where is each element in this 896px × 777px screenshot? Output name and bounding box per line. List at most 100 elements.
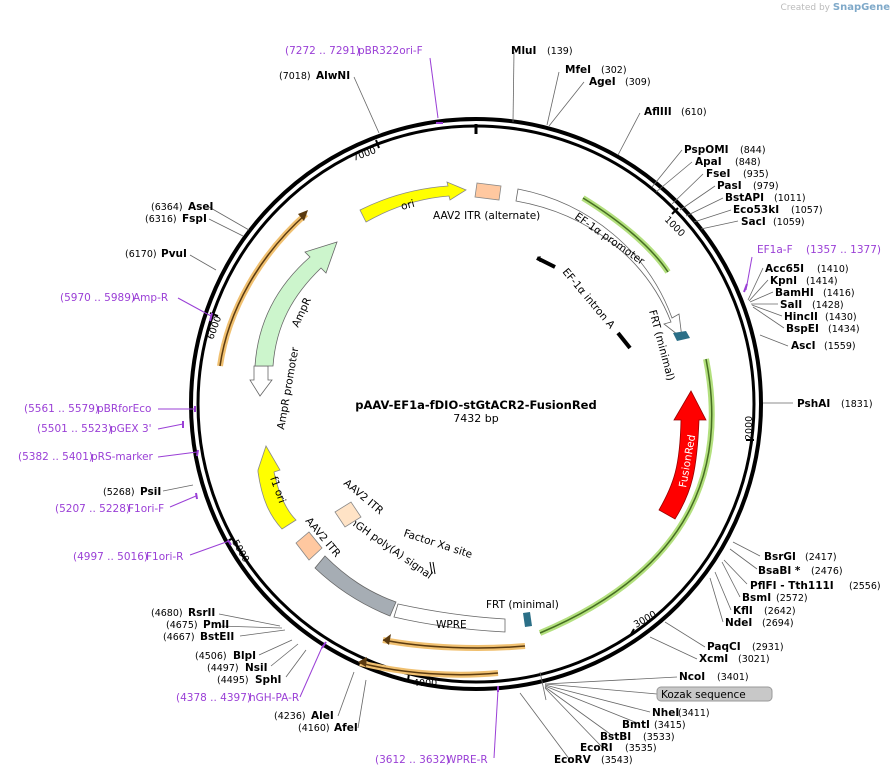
site-afei[interactable]: (4160)AfeI — [298, 722, 358, 734]
site-xcmi[interactable]: XcmI(3021) — [699, 653, 770, 665]
site-rsrii[interactable]: (4680)RsrII — [151, 607, 215, 619]
kozak-sequence-label[interactable]: Kozak sequence — [656, 686, 773, 702]
svg-text:BstAPI: BstAPI — [725, 192, 764, 204]
svg-text:(5268): (5268) — [103, 487, 135, 498]
svg-text:SacI: SacI — [741, 216, 766, 228]
primer-amp-r[interactable]: (5970 .. 5989)Amp-R — [60, 292, 168, 304]
site-hincii[interactable]: HincII(1430) — [784, 311, 857, 323]
svg-text:(5501 .. 5523): (5501 .. 5523) — [37, 423, 112, 435]
svg-text:(3415): (3415) — [654, 720, 686, 731]
svg-text:(6316): (6316) — [145, 214, 177, 225]
site-blpi[interactable]: (4506)BlpI — [195, 650, 256, 662]
svg-text:(3612 .. 3632): (3612 .. 3632) — [375, 754, 450, 766]
site-bamhi[interactable]: BamHI(1416) — [775, 287, 855, 299]
site-bsabi[interactable]: BsaBI *(2476) — [758, 565, 843, 577]
primer-pbrforeco[interactable]: (5561 .. 5579)pBRforEco — [24, 403, 151, 415]
site-pspomi[interactable]: PspOMI(844) — [684, 144, 766, 156]
svg-text:PaqCI: PaqCI — [707, 641, 741, 653]
ori-feature[interactable]: ori — [359, 181, 467, 223]
site-agei[interactable]: AgeI(309) — [589, 76, 651, 88]
svg-text:HincII: HincII — [784, 311, 818, 323]
site-asci[interactable]: AscI(1559) — [791, 340, 856, 352]
f1-ori-feature[interactable]: f1 ori — [257, 445, 297, 530]
site-kfli[interactable]: KflI(2642) — [733, 605, 796, 617]
svg-text:AseI: AseI — [188, 201, 213, 213]
primer-pgex-3[interactable]: (5501 .. 5523)pGEX 3' — [37, 423, 152, 435]
svg-text:FseI: FseI — [706, 168, 730, 180]
site-bstapi[interactable]: BstAPI(1011) — [725, 192, 806, 204]
site-eco53ki[interactable]: Eco53kI(1057) — [733, 204, 823, 216]
svg-text:AfeI: AfeI — [334, 722, 358, 734]
orf-arc-main-line — [539, 358, 713, 634]
site-mlui[interactable]: MluI(139) — [511, 45, 573, 57]
svg-text:(5207 .. 5228): (5207 .. 5228) — [55, 503, 130, 515]
tick-1000: 1000 — [662, 207, 687, 239]
site-alwni[interactable]: (7018)AlwNI — [279, 70, 350, 82]
svg-text:(5970 .. 5989): (5970 .. 5989) — [60, 292, 135, 304]
svg-text:F1ori-R: F1ori-R — [146, 551, 183, 563]
site-ndei[interactable]: NdeI(2694) — [725, 617, 794, 629]
site-fspi[interactable]: (6316) FspI — [145, 213, 207, 225]
svg-text:(2694): (2694) — [762, 618, 794, 629]
svg-text:BspEI: BspEI — [786, 323, 819, 335]
aav2-itr-2-feature[interactable]: AAV2 ITR — [295, 515, 343, 561]
site-saci[interactable]: SacI(1059) — [741, 216, 805, 228]
frt-minimal-1-feature[interactable]: FRT (minimal) — [646, 309, 690, 382]
site-kpni[interactable]: KpnI(1414) — [770, 275, 838, 287]
wpre-feature[interactable]: WPRE — [393, 603, 506, 633]
primer-pbr322ori-f[interactable]: (7272 .. 7291)pBR322ori-F — [285, 45, 423, 57]
svg-text:SalI: SalI — [780, 299, 802, 311]
svg-text:MluI: MluI — [511, 45, 536, 57]
svg-text:NheI: NheI — [652, 707, 679, 719]
site-bspei[interactable]: BspEI (1434) — [786, 323, 860, 335]
fusionred-feature[interactable]: FusionRed — [658, 390, 707, 520]
primer-f1ori-f[interactable]: (5207 .. 5228)F1ori-F — [55, 503, 164, 515]
tick-2000: 2000 — [744, 416, 755, 441]
site-bsteii[interactable]: (4667)BstEII — [163, 631, 234, 643]
site-acc65i[interactable]: Acc65I(1410) — [765, 263, 849, 275]
site-pasi[interactable]: PasI(979) — [717, 180, 779, 192]
frt-minimal-2-feature[interactable]: FRT (minimal) — [486, 599, 559, 627]
svg-text:FspI: FspI — [182, 213, 207, 225]
primer-f1ori-r[interactable]: (4997 .. 5016)F1ori-R — [73, 551, 183, 563]
site-sali[interactable]: SalI(1428) — [780, 299, 844, 311]
site-alei[interactable]: (4236)AleI — [274, 710, 334, 722]
site-ecorv[interactable]: EcoRV(3543) — [554, 754, 633, 766]
itr-alternate-feature[interactable]: AAV2 ITR (alternate) — [433, 182, 540, 222]
site-pflfi-tth111i[interactable]: PflFI - Tth111I(2556) — [750, 580, 881, 592]
svg-text:(844): (844) — [740, 145, 766, 156]
site-nhei[interactable]: NheI(3411) — [652, 707, 710, 719]
site-bmti[interactable]: BmtI(3415) — [622, 719, 686, 731]
site-nsii[interactable]: (4497)NsiI — [207, 662, 268, 674]
site-bstbi[interactable]: BstBI(3533) — [600, 731, 675, 743]
primer-hgh-pa-r[interactable]: (4378 .. 4397)hGH-PA-R — [176, 692, 299, 704]
svg-text:(4506): (4506) — [195, 651, 227, 662]
svg-text:(1434): (1434) — [828, 324, 860, 335]
primer-wpre-r[interactable]: (3612 .. 3632)WPRE-R — [375, 754, 488, 766]
ef1a-intron-feature: EF-1α intron A — [536, 256, 632, 350]
primer-ef1a-f[interactable]: EF1a-F(1357 .. 1377) — [757, 244, 881, 256]
site-pmli[interactable]: (4675)PmlI — [166, 619, 229, 631]
svg-text:MfeI: MfeI — [565, 64, 591, 76]
site-aflIII[interactable]: AflIII(610) — [644, 106, 707, 118]
site-bsrgi[interactable]: BsrGI(2417) — [764, 551, 837, 563]
site-paqci[interactable]: PaqCI(2931) — [707, 641, 784, 653]
site-pshai[interactable]: PshAI(1831) — [797, 398, 873, 410]
primer-prs-marker[interactable]: (5382 .. 5401)pRS-marker — [18, 451, 154, 463]
site-ecori[interactable]: EcoRI(3535) — [580, 742, 657, 754]
svg-text:(5382 .. 5401): (5382 .. 5401) — [18, 451, 93, 463]
svg-text:(1357 .. 1377): (1357 .. 1377) — [806, 244, 881, 256]
site-psii[interactable]: (5268)PsiI — [103, 486, 161, 498]
svg-text:(7018): (7018) — [279, 71, 311, 82]
svg-text:pRS-marker: pRS-marker — [91, 451, 154, 463]
site-fsei[interactable]: FseI(935) — [706, 168, 769, 180]
site-ncoi[interactable]: NcoI(3401) — [679, 671, 749, 683]
site-sphi[interactable]: (4495)SphI — [217, 674, 281, 686]
site-bsmi[interactable]: BsmI(2572) — [742, 592, 808, 604]
svg-text:(3411): (3411) — [678, 708, 710, 719]
svg-text:(3535): (3535) — [625, 743, 657, 754]
site-apai[interactable]: ApaI(848) — [695, 156, 761, 168]
site-pvui[interactable]: (6170)PvuI — [125, 248, 187, 260]
site-asei[interactable]: (6364)AseI — [151, 201, 213, 213]
site-mfei[interactable]: MfeI(302) — [565, 64, 627, 76]
